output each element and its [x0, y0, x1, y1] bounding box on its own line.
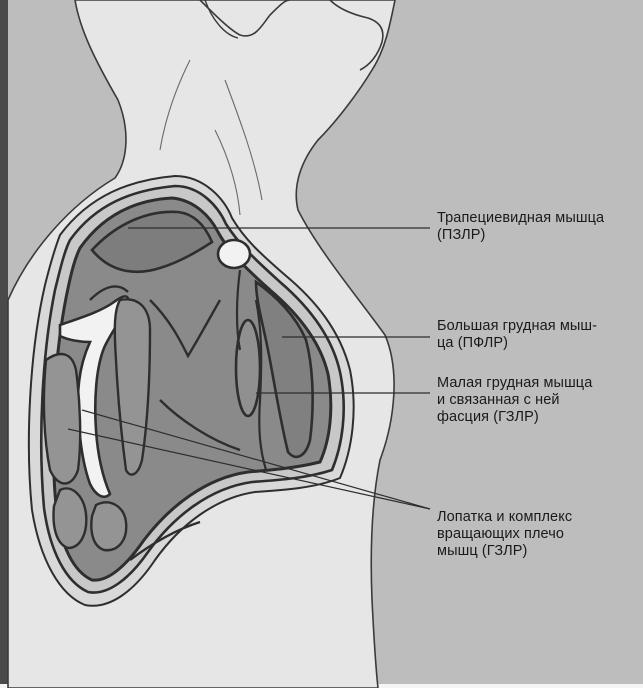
label-pectoralis-minor: Малая грудная мышца и связанная с ней фа…: [437, 375, 592, 426]
left-edge-shadow: [0, 0, 8, 688]
pectoralis-minor: [236, 320, 260, 416]
label-trapezius: Трапециевидная мышца (ПЗЛР): [437, 210, 604, 244]
label-pectoralis-major: Большая грудная мыш- ца (ПФЛР): [437, 318, 597, 352]
label-scapula-rotator-cuff: Лопатка и комплекс вращающих плечо мышц …: [437, 509, 572, 560]
clavicle-bone: [218, 240, 250, 268]
